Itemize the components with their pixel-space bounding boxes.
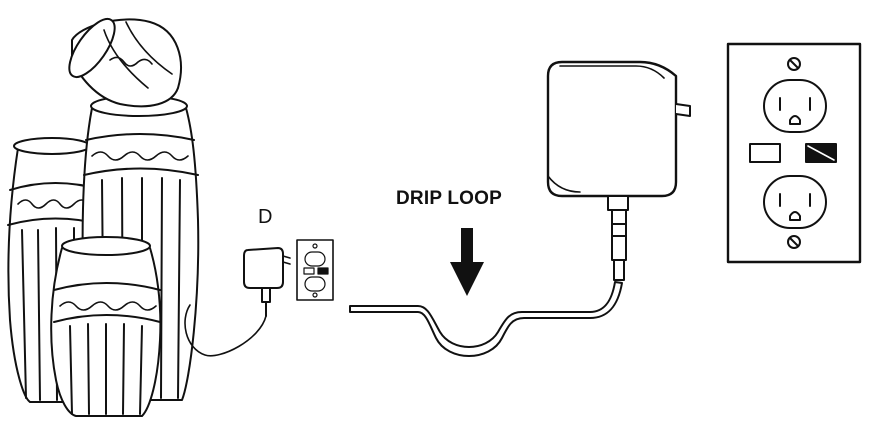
component-letter-label: D <box>258 206 273 228</box>
drip-loop-label: DRIP LOOP <box>396 188 502 209</box>
large-adapter <box>546 60 691 281</box>
small-wall-outlet <box>296 239 334 301</box>
front-urn <box>50 236 162 417</box>
drip-loop-arrow <box>450 228 484 296</box>
small-adapter <box>243 247 291 317</box>
top-pot <box>68 18 182 108</box>
large-wall-outlet <box>726 42 862 264</box>
drip-loop-cord <box>349 281 623 357</box>
small-cord <box>184 304 267 357</box>
